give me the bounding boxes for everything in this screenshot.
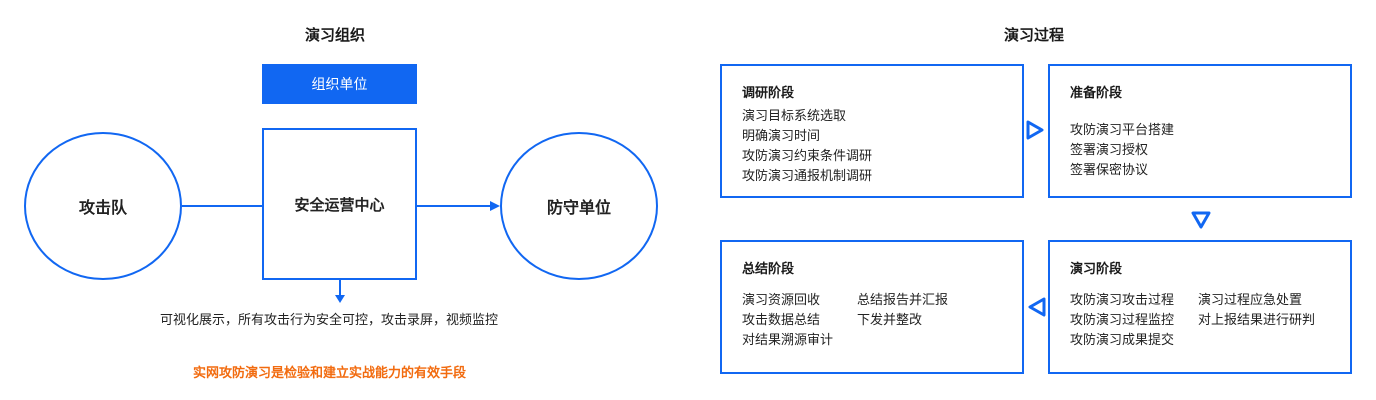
attack-team-circle: 攻击队 bbox=[24, 132, 182, 280]
list-item: 明确演习时间 bbox=[742, 129, 821, 144]
list-item: 攻防演习成果提交 bbox=[1070, 333, 1175, 348]
play-down-icon bbox=[1191, 211, 1211, 229]
stage-prepare-title: 准备阶段 bbox=[1070, 86, 1123, 101]
list-item: 攻防演习平台搭建 bbox=[1070, 123, 1175, 138]
list-item: 对结果溯源审计 bbox=[742, 333, 834, 348]
list-item: 演习过程应急处置 bbox=[1198, 293, 1303, 308]
stage-exercise: 演习阶段 攻防演习攻击过程 攻防演习过程监控 攻防演习成果提交 演习过程应急处置… bbox=[1048, 240, 1352, 374]
stage-research-title: 调研阶段 bbox=[742, 86, 795, 101]
org-note: 可视化展示，所有攻击行为安全可控，攻击录屏，视频监控 bbox=[160, 313, 499, 328]
list-item: 签署演习授权 bbox=[1070, 143, 1149, 158]
attack-team-label: 攻击队 bbox=[78, 198, 127, 217]
list-item: 演习资源回收 bbox=[742, 293, 821, 308]
play-right-icon bbox=[1026, 120, 1044, 140]
org-connectors bbox=[182, 201, 500, 303]
list-item: 下发并整改 bbox=[857, 313, 923, 328]
list-item: 攻防演习过程监控 bbox=[1070, 313, 1175, 328]
list-item: 签署保密协议 bbox=[1070, 163, 1149, 178]
list-item: 攻防演习约束条件调研 bbox=[742, 149, 873, 164]
org-unit-box: 组织单位 bbox=[262, 64, 417, 104]
list-item: 攻击数据总结 bbox=[742, 313, 821, 328]
defense-unit-circle: 防守单位 bbox=[500, 132, 658, 280]
list-item: 演习目标系统选取 bbox=[742, 109, 847, 124]
org-title: 演习组织 bbox=[305, 26, 366, 44]
org-slogan: 实网攻防演习是检验和建立实战能力的有效手段 bbox=[193, 366, 467, 381]
defense-unit-label: 防守单位 bbox=[546, 198, 611, 217]
list-item: 攻防演习通报机制调研 bbox=[742, 169, 873, 184]
arrow-right-icon bbox=[490, 201, 500, 211]
stage-summary: 总结阶段 演习资源回收 攻击数据总结 对结果溯源审计 总结报告并汇报 下发并整改 bbox=[720, 240, 1024, 374]
arrow-down-icon bbox=[335, 295, 345, 303]
stage-prepare: 准备阶段 攻防演习平台搭建 签署演习授权 签署保密协议 bbox=[1048, 64, 1352, 198]
soc-box: 安全运营中心 bbox=[262, 128, 417, 280]
list-item: 攻防演习攻击过程 bbox=[1070, 293, 1175, 308]
stage-summary-title: 总结阶段 bbox=[742, 262, 795, 277]
process-title: 演习过程 bbox=[1004, 26, 1065, 44]
list-item: 对上报结果进行研判 bbox=[1198, 313, 1316, 328]
play-left-icon bbox=[1028, 297, 1046, 317]
soc-label: 安全运营中心 bbox=[294, 195, 385, 214]
list-item: 总结报告并汇报 bbox=[857, 293, 949, 308]
stage-research: 调研阶段 演习目标系统选取 明确演习时间 攻防演习约束条件调研 攻防演习通报机制… bbox=[720, 64, 1024, 198]
stage-exercise-title: 演习阶段 bbox=[1070, 262, 1123, 277]
